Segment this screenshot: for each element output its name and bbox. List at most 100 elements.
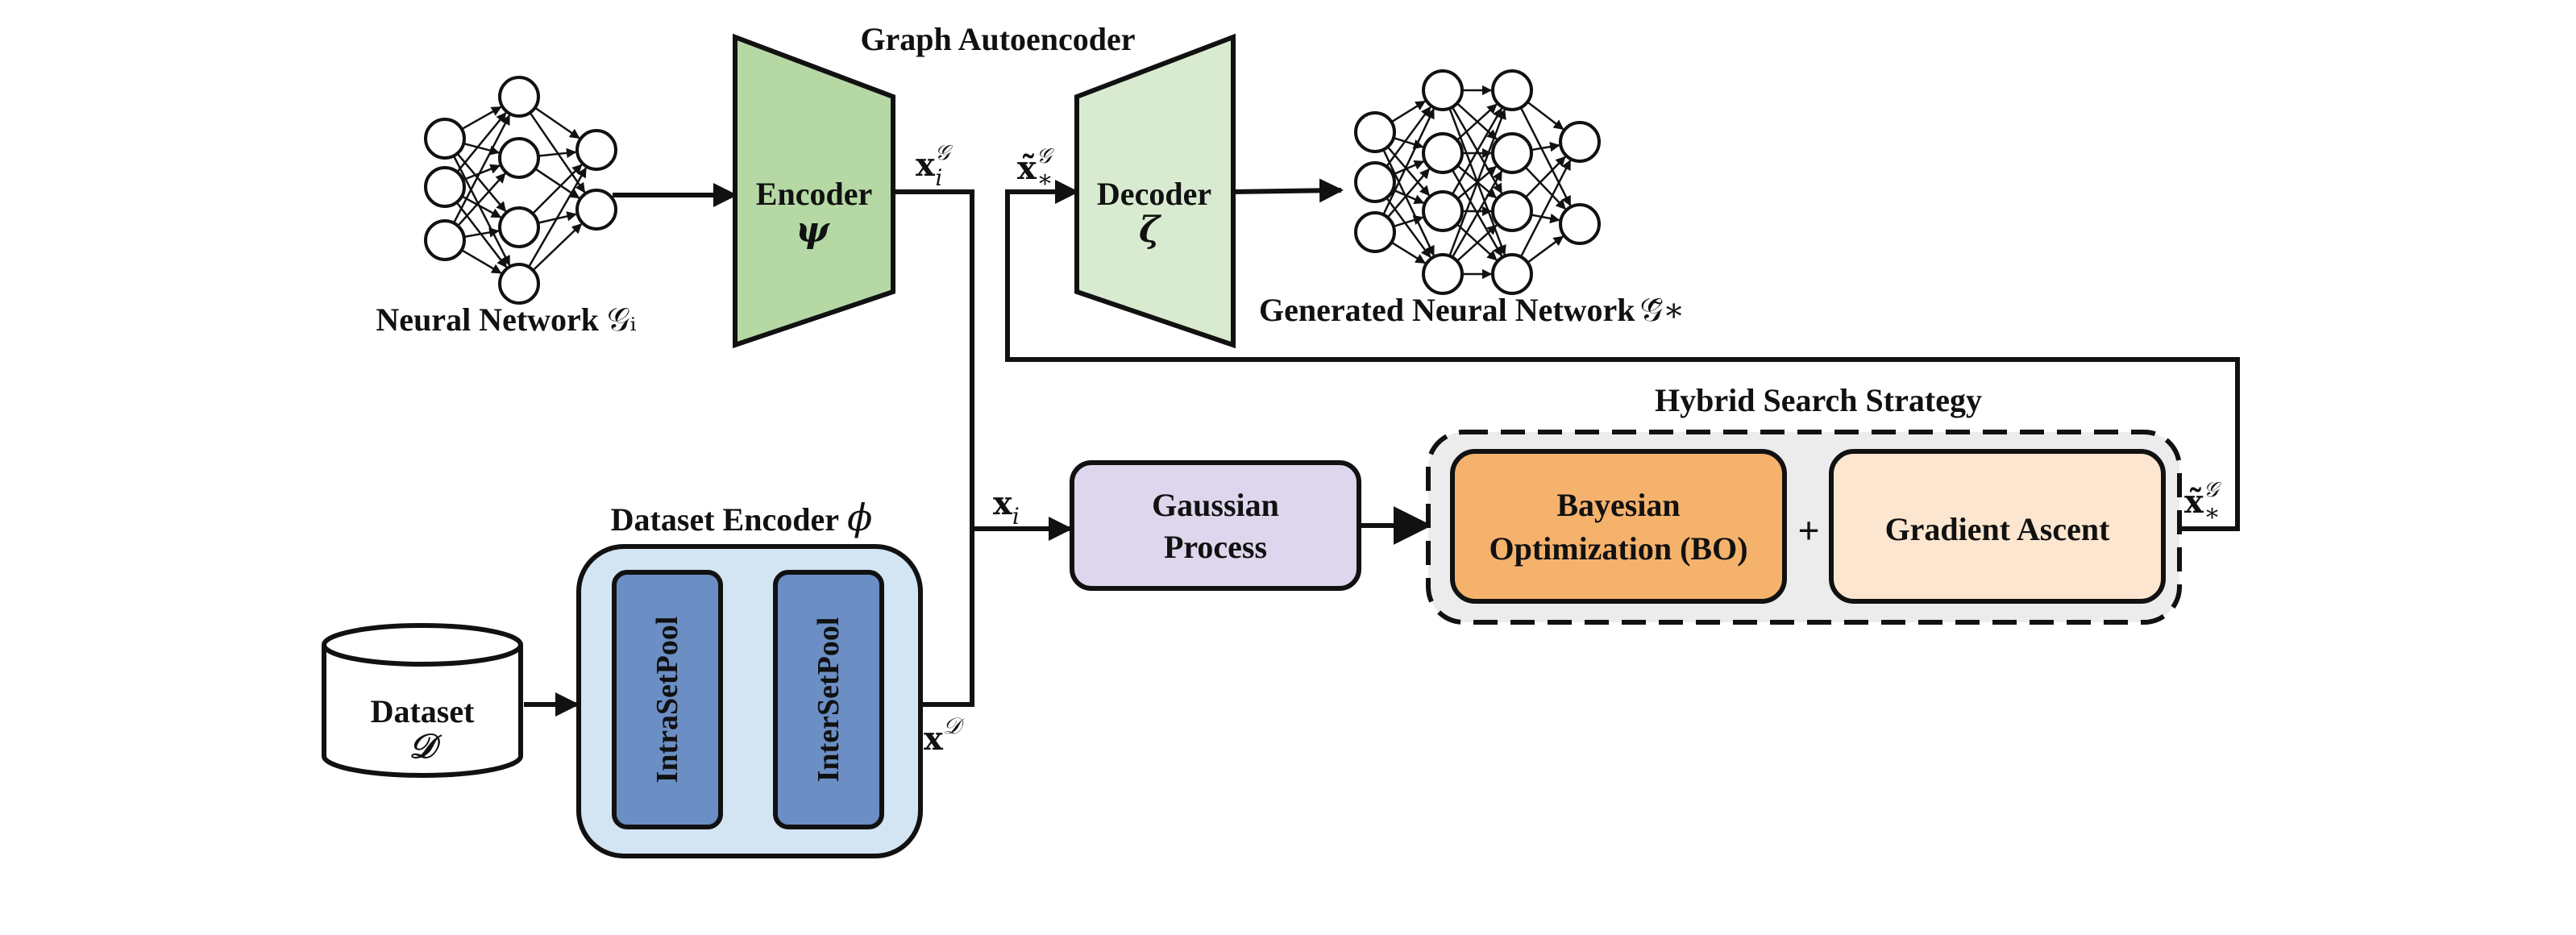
nn-edge bbox=[1451, 170, 1503, 258]
encoder-trapezoid bbox=[733, 33, 895, 349]
joint-latent-label: 𝐱i bbox=[993, 484, 1020, 530]
nn-edge bbox=[1527, 101, 1564, 131]
nn-node bbox=[1491, 132, 1533, 174]
nn-edge bbox=[1519, 106, 1572, 206]
nn-edge bbox=[1456, 224, 1498, 262]
nn-node bbox=[1559, 121, 1601, 163]
nn-edge bbox=[532, 164, 583, 214]
dataset-latent-label: 𝐱𝒟 bbox=[924, 713, 965, 758]
gradient-ascent-box bbox=[1829, 449, 2166, 604]
arrow-decoder-to-output bbox=[1232, 178, 1344, 203]
optimized-latent-label-output: 𝐱̃𝒢∗ bbox=[2184, 478, 2222, 527]
nn-node bbox=[498, 76, 540, 118]
nn-edge bbox=[1527, 235, 1564, 264]
nn-edge bbox=[1386, 106, 1431, 168]
nn-edge bbox=[1390, 241, 1426, 264]
nn-node bbox=[575, 189, 617, 231]
gradient-ascent-label: Gradient Ascent bbox=[1885, 511, 2111, 547]
nn-edge bbox=[1390, 100, 1426, 123]
feedback-line bbox=[1005, 180, 2240, 531]
gaussian-process-line2: Process bbox=[1164, 529, 1267, 565]
encoder-label: Encoder bbox=[756, 176, 872, 212]
line-dataset-encoder-to-merge bbox=[920, 529, 974, 707]
dataset-cylinder bbox=[322, 623, 523, 778]
neural-network-graph bbox=[424, 76, 617, 305]
nn-edge bbox=[462, 164, 501, 181]
nn-edge bbox=[463, 142, 501, 156]
nn-node bbox=[498, 137, 540, 179]
nn-edge bbox=[1451, 107, 1503, 195]
nn-edge bbox=[1448, 109, 1506, 256]
encoder-symbol: ψ bbox=[796, 210, 830, 251]
graph-autoencoder-title: Graph Autoencoder bbox=[860, 21, 1135, 57]
nn-edge bbox=[1393, 215, 1424, 228]
generated-neural-network-graph bbox=[1354, 69, 1601, 295]
plus-sign: + bbox=[1797, 509, 1819, 552]
decoder-label: Decoder bbox=[1097, 176, 1211, 212]
nn-edge bbox=[461, 249, 502, 274]
nn-edge bbox=[1524, 156, 1566, 198]
intraset-pool-label: IntraSetPool bbox=[650, 617, 684, 783]
nn-edge bbox=[527, 167, 588, 268]
nn-edge bbox=[534, 106, 580, 139]
decoder-trapezoid bbox=[1074, 33, 1236, 349]
nn-node bbox=[1422, 132, 1464, 174]
bayesian-optimization-box bbox=[1450, 449, 1787, 604]
nn-node bbox=[1491, 190, 1533, 232]
nn-edge bbox=[457, 172, 506, 227]
nn-edge bbox=[529, 112, 586, 193]
nn-edge bbox=[1382, 149, 1435, 256]
nn-node bbox=[1422, 253, 1464, 295]
decoder-symbol: ζ bbox=[1139, 210, 1161, 251]
nn-edge bbox=[456, 112, 507, 173]
gaussian-process-box bbox=[1070, 460, 1361, 591]
nn-edge bbox=[1386, 168, 1431, 218]
nn-edge bbox=[1392, 160, 1425, 176]
nn-edge bbox=[1386, 197, 1431, 259]
nn-node bbox=[424, 166, 466, 208]
nn-edge bbox=[1524, 166, 1566, 210]
nn-edge bbox=[1519, 160, 1572, 258]
nn-edge bbox=[538, 148, 577, 159]
nn-edge bbox=[463, 227, 500, 239]
nn-node bbox=[1491, 69, 1533, 111]
nn-node bbox=[424, 219, 466, 261]
nn-edge bbox=[1392, 189, 1425, 205]
bayesian-optimization-line1: Bayesian bbox=[1556, 487, 1680, 523]
nn-edge bbox=[1456, 103, 1498, 141]
nn-node bbox=[1559, 203, 1601, 245]
nn-edge bbox=[1382, 108, 1435, 215]
nn-node bbox=[575, 129, 617, 171]
nn-edge bbox=[1531, 141, 1560, 152]
nn-node bbox=[424, 118, 466, 160]
optimized-latent-label-decoder: 𝐱̃𝒢∗ bbox=[1017, 144, 1055, 193]
nn-node bbox=[498, 263, 540, 305]
nn-node bbox=[1422, 69, 1464, 111]
interset-pool-block bbox=[773, 570, 884, 829]
dataset-label: Dataset bbox=[371, 693, 476, 729]
interset-pool-label: InterSetPool bbox=[812, 617, 846, 783]
bayesian-optimization-line2: Optimization (BO) bbox=[1489, 530, 1747, 567]
nn-edge bbox=[452, 155, 511, 266]
nn-node bbox=[1491, 253, 1533, 295]
gaussian-process-line1: Gaussian bbox=[1152, 487, 1279, 523]
nn-edge bbox=[1531, 213, 1560, 224]
nn-edge bbox=[461, 195, 502, 218]
line-encoder-to-merge bbox=[893, 189, 974, 529]
hybrid-search-title: Hybrid Search Strategy bbox=[1655, 382, 1982, 418]
nn-node bbox=[1354, 161, 1396, 203]
nn-edge bbox=[1393, 136, 1424, 149]
nn-node bbox=[1354, 111, 1396, 153]
nn-node bbox=[498, 206, 540, 248]
nn-edge bbox=[452, 114, 511, 224]
nn-node bbox=[1422, 190, 1464, 232]
nn-edge bbox=[461, 106, 502, 131]
nn-node bbox=[1354, 211, 1396, 253]
intraset-pool-block bbox=[612, 570, 723, 829]
nn-edge bbox=[532, 223, 583, 272]
